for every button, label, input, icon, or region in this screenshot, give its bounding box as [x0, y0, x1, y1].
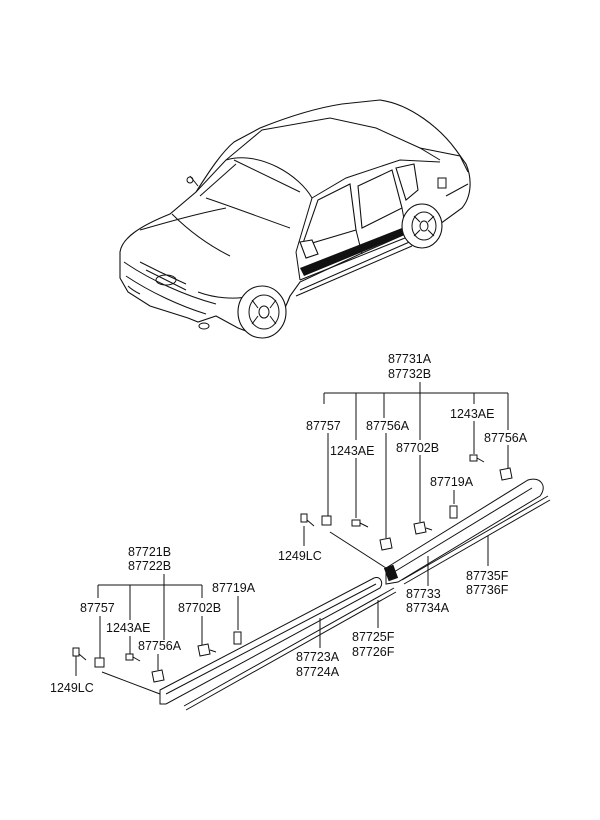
label-87736F: 87736F: [466, 583, 509, 597]
label-87726F: 87726F: [352, 645, 395, 659]
car-illustration: [119, 99, 471, 339]
rear-strip-87725F: [185, 591, 397, 711]
front-assembly: 87731A 87732B 87757 1243AE 87756A 87702B…: [278, 352, 551, 615]
rear-assembly: 87721B 87722B 87757 1243AE 87702B 87719A…: [50, 545, 397, 711]
front-clip-87719A: [449, 505, 458, 519]
rear-moulding-87723A: [159, 577, 383, 705]
label-87724A: 87724A: [296, 665, 340, 679]
label-87722B: 87722B: [128, 559, 171, 573]
rear-clip-87702B: [197, 643, 217, 657]
front-moulding-87733: [385, 478, 544, 585]
front-clip-87757: [321, 515, 332, 526]
rear-clip-87719A: [233, 631, 242, 645]
rear-screw-1249LC: [72, 647, 87, 661]
label-1243AE-front-a: 1243AE: [330, 444, 374, 458]
front-screw-1249LC: [300, 513, 315, 527]
front-screw-1243AE-a: [351, 519, 369, 528]
rear-screw-1243AE: [125, 653, 141, 662]
rear-clip-87757: [94, 657, 105, 668]
label-87702B-front: 87702B: [396, 441, 439, 455]
label-87734A: 87734A: [406, 601, 450, 615]
label-1249LC-rear: 1249LC: [50, 681, 94, 695]
label-87735F: 87735F: [466, 569, 509, 583]
label-1243AE-front-b: 1243AE: [450, 407, 494, 421]
label-87756A-front-b: 87756A: [484, 431, 528, 445]
label-87721B: 87721B: [128, 545, 171, 559]
label-87733: 87733: [406, 587, 441, 601]
label-87757-front: 87757: [306, 419, 341, 433]
label-87725F: 87725F: [352, 630, 395, 644]
label-87757-rear: 87757: [80, 601, 115, 615]
label-87723A: 87723A: [296, 650, 340, 664]
label-87719A-rear: 87719A: [212, 581, 256, 595]
label-1243AE-rear: 1243AE: [106, 621, 150, 635]
label-87756A-front-a: 87756A: [366, 419, 410, 433]
front-clip-87756A-b: [499, 467, 513, 481]
label-1249LC-front: 1249LC: [278, 549, 322, 563]
front-screw-1243AE-b: [469, 454, 485, 463]
label-87732B: 87732B: [388, 367, 431, 381]
rear-clip-87756A: [151, 669, 165, 683]
front-clip-87702B: [413, 521, 433, 535]
label-87756A-rear: 87756A: [138, 639, 182, 653]
label-87731A: 87731A: [388, 352, 432, 366]
front-clip-87756A-a: [379, 537, 393, 551]
label-87719A-front: 87719A: [430, 475, 474, 489]
label-87702B-rear: 87702B: [178, 601, 221, 615]
